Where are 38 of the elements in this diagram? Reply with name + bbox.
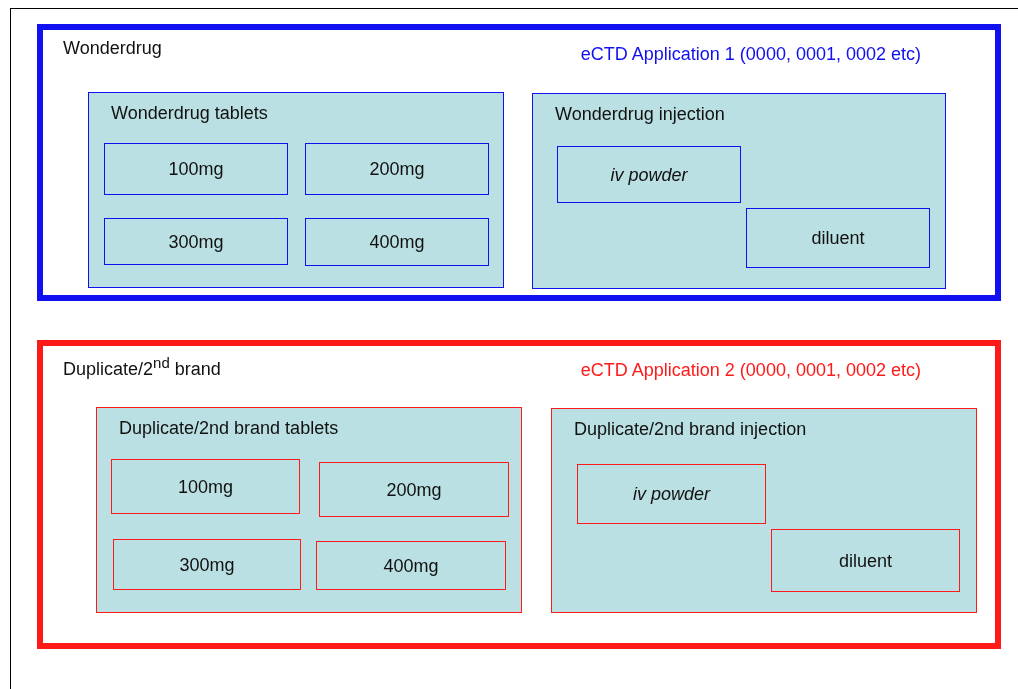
strength-box xyxy=(557,146,741,203)
item-label: iv powder xyxy=(631,483,712,505)
strength-box xyxy=(305,218,489,266)
strength-box xyxy=(305,143,489,195)
product-title: Wonderdrug tablets xyxy=(111,103,268,124)
application-label: eCTD Application 2 (0000, 0001, 0002 etc) xyxy=(580,360,921,381)
application-label: eCTD Application 1 (0000, 0001, 0002 etc) xyxy=(580,44,921,65)
strength-box xyxy=(316,541,506,590)
application-frame xyxy=(37,340,1001,649)
frame-title: Wonderdrug xyxy=(63,38,162,59)
item-label: 300mg xyxy=(178,554,236,575)
item-label: diluent xyxy=(837,550,893,571)
strength-box xyxy=(113,539,301,590)
item-label: 400mg xyxy=(368,231,426,253)
strength-box xyxy=(771,529,960,592)
product-title: Duplicate/2nd brand tablets xyxy=(119,418,339,439)
product-box xyxy=(96,407,522,613)
strength-box xyxy=(104,218,288,265)
strength-box xyxy=(746,208,930,268)
item-label: 400mg xyxy=(382,555,440,576)
product-box xyxy=(532,93,946,289)
product-title: Duplicate/2nd brand injection xyxy=(574,419,807,440)
product-title: Wonderdrug injection xyxy=(555,104,725,125)
item-label: 200mg xyxy=(368,158,426,180)
strength-box xyxy=(104,143,288,195)
product-box xyxy=(88,92,504,288)
product-box xyxy=(551,408,977,613)
strength-box xyxy=(577,464,766,524)
item-label: diluent xyxy=(810,227,866,249)
item-label: 300mg xyxy=(167,231,225,252)
item-label: 100mg xyxy=(176,476,234,497)
item-label: 100mg xyxy=(167,158,225,180)
item-label: iv powder xyxy=(609,164,689,185)
strength-box xyxy=(111,459,300,514)
frame-title: Duplicate/2$^{nd}$ brand xyxy=(63,354,221,380)
application-frame xyxy=(37,24,1001,301)
strength-box xyxy=(319,462,509,517)
item-label: 200mg xyxy=(385,479,443,500)
